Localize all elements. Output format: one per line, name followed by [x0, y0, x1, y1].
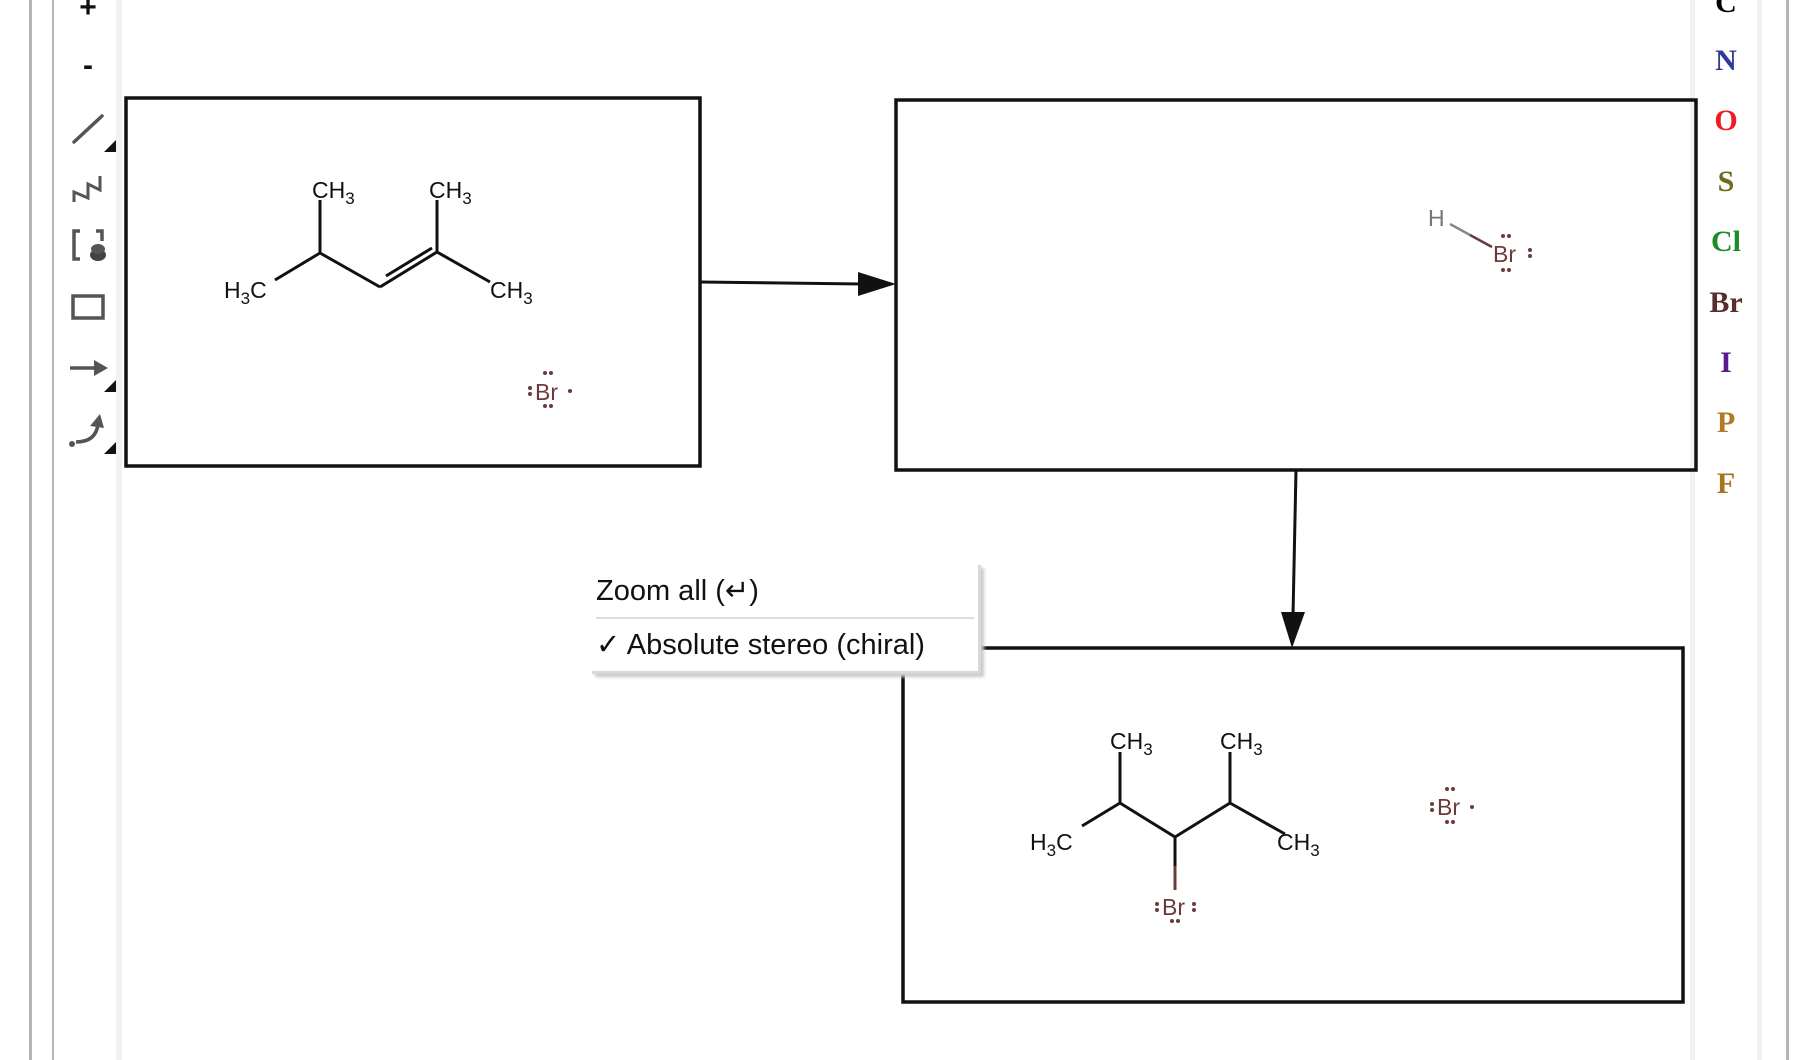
methyl-label: CH3	[1277, 829, 1320, 860]
reactant-box[interactable]	[124, 96, 702, 468]
rectangle-tool[interactable]	[68, 287, 108, 327]
reaction-arrow-right[interactable]	[699, 272, 896, 296]
element-n[interactable]: N	[1715, 44, 1737, 77]
element-p[interactable]: P	[1716, 406, 1736, 439]
methyl-label: CH3	[1110, 728, 1153, 759]
zoom-in-button[interactable]: +	[68, 0, 108, 28]
hydrogen-bromide[interactable]: H Br	[1428, 205, 1532, 272]
chain-tool[interactable]	[68, 168, 108, 208]
chain-icon	[72, 176, 102, 202]
arrow-right-icon	[70, 360, 108, 376]
methyl-label: H3C	[1030, 829, 1073, 860]
element-cl[interactable]: Cl	[1711, 225, 1741, 258]
element-palette: C N O S Cl Br I P F	[1690, 0, 1762, 1060]
bromine-radical[interactable]: Br	[528, 371, 572, 408]
element-f[interactable]: F	[1716, 467, 1736, 500]
rectangle-icon	[71, 294, 105, 320]
element-i[interactable]: I	[1720, 346, 1732, 379]
reagent-box[interactable]	[894, 98, 1698, 472]
methyl-label: CH3	[490, 277, 533, 308]
element-br[interactable]: Br	[1709, 286, 1743, 319]
toolbar-border	[52, 0, 55, 1060]
menu-item-absolute-stereo[interactable]: ✓ Absolute stereo (chiral)	[592, 619, 978, 671]
plus-icon: +	[79, 0, 97, 24]
bromine-radical[interactable]: Br	[1430, 787, 1474, 824]
minus-icon: -	[83, 49, 93, 82]
product-alkyl-bromide[interactable]	[1081, 750, 1286, 890]
svg-text:Br: Br	[535, 379, 558, 405]
element-c[interactable]: C	[1715, 0, 1737, 19]
menu-item-zoom-all[interactable]: Zoom all (↵)	[596, 575, 759, 607]
window-border-left	[29, 0, 32, 1060]
context-menu: Zoom all (↵) ✓ Absolute stereo (chiral)	[592, 565, 981, 674]
menu-item-label: Absolute stereo (chiral)	[626, 629, 925, 661]
reaction-arrow-tool[interactable]	[68, 348, 116, 392]
submenu-corner-icon	[104, 442, 116, 454]
submenu-corner-icon	[104, 140, 116, 152]
submenu-corner-icon	[104, 380, 116, 392]
menu-separator	[596, 617, 974, 619]
methyl-label: CH3	[429, 177, 472, 208]
zoom-out-button[interactable]: -	[68, 46, 108, 86]
single-bond-icon	[72, 114, 104, 144]
element-o[interactable]: O	[1714, 104, 1738, 137]
svg-text:Br: Br	[1162, 894, 1185, 920]
single-bond-tool[interactable]	[68, 108, 116, 152]
curved-arrow-icon	[69, 414, 104, 447]
bracket-icon	[72, 229, 106, 261]
bracket-tool[interactable]	[68, 225, 108, 265]
svg-text:Br: Br	[1493, 241, 1516, 267]
methyl-label: CH3	[1220, 728, 1263, 759]
methyl-label: H3C	[224, 277, 267, 308]
curved-arrow-tool[interactable]	[68, 410, 116, 454]
element-s[interactable]: S	[1717, 165, 1735, 198]
reaction-arrow-down[interactable]	[1281, 469, 1305, 648]
checkmark-icon: ✓	[596, 629, 621, 661]
left-toolbar: + -	[54, 0, 122, 1060]
methyl-label: CH3	[312, 177, 355, 208]
reactant-alkene[interactable]	[274, 200, 491, 289]
svg-text:H: H	[1428, 205, 1445, 231]
bromine-substituent: Br	[1155, 894, 1196, 923]
window-border-right	[1786, 0, 1789, 1060]
product-box[interactable]	[901, 646, 1685, 1004]
svg-text:Br: Br	[1437, 794, 1460, 820]
